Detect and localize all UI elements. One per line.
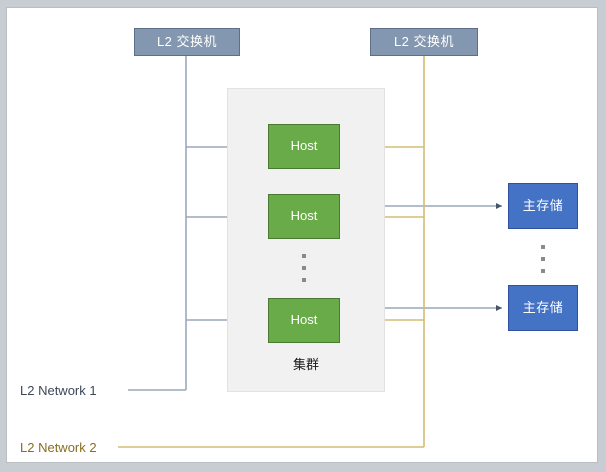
l2-switch-right-label: L2 交换机 — [393, 33, 455, 49]
host-node-1[interactable]: Host — [268, 124, 340, 169]
primary-storage-1[interactable]: 主存储 — [508, 183, 578, 229]
storage-ellipsis-icon — [541, 245, 545, 273]
primary-storage-2-label: 主存储 — [522, 299, 564, 315]
host-node-3-label: Host — [290, 312, 318, 328]
host-node-3[interactable]: Host — [268, 298, 340, 343]
cluster-label: 集群 — [292, 357, 319, 372]
l2-switch-left[interactable]: L2 交换机 — [134, 28, 240, 56]
host-node-2-label: Host — [290, 208, 318, 224]
network-label-l2-network-2: L2 Network 2 — [20, 440, 97, 455]
primary-storage-2[interactable]: 主存储 — [508, 285, 578, 331]
host-node-2[interactable]: Host — [268, 194, 340, 239]
l2-switch-right[interactable]: L2 交换机 — [370, 28, 478, 56]
primary-storage-1-label: 主存储 — [522, 197, 564, 213]
cluster-ellipsis-icon — [302, 254, 306, 282]
l2-switch-left-label: L2 交换机 — [156, 33, 218, 49]
host-node-1-label: Host — [290, 138, 318, 154]
network-label-l2-network-1: L2 Network 1 — [20, 383, 97, 398]
host-storage-links — [383, 203, 502, 311]
